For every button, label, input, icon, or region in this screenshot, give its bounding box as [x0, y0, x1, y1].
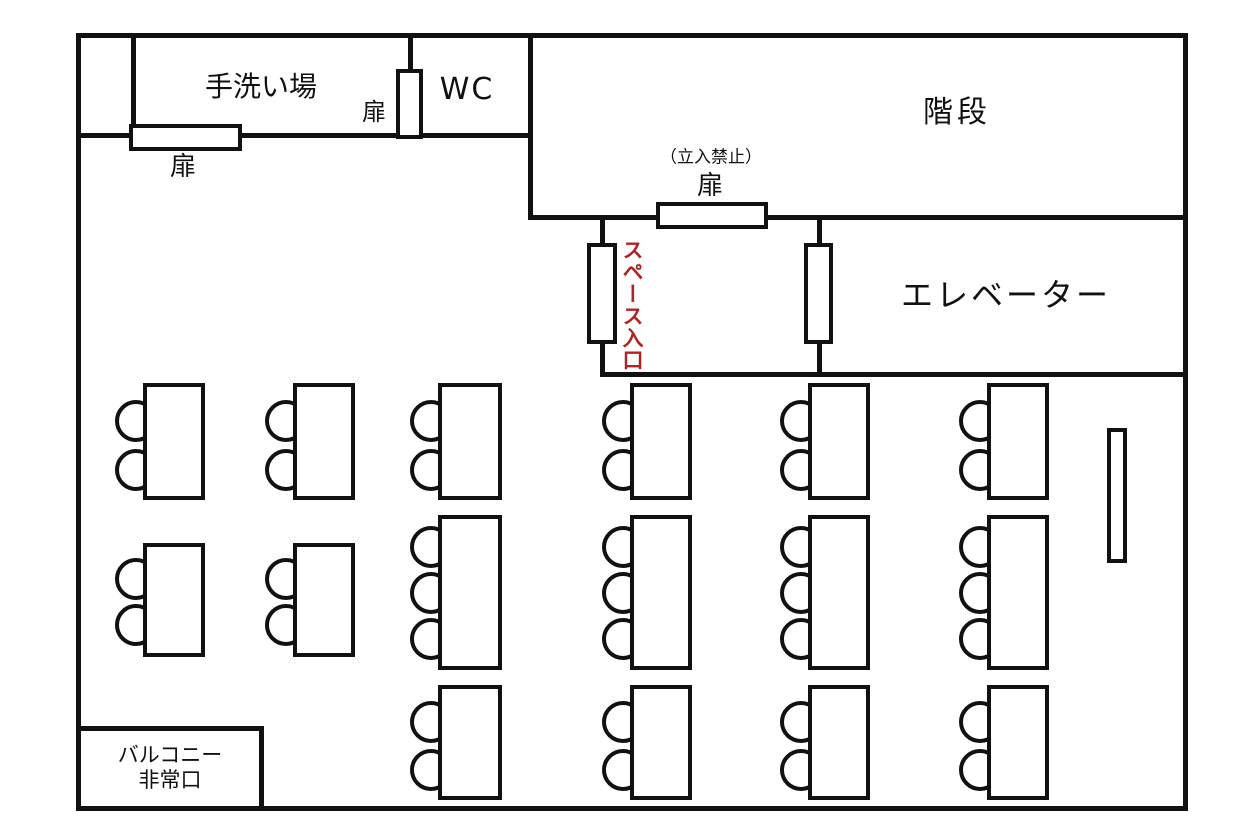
- table: [630, 685, 692, 800]
- wc-door-label: 扉: [362, 98, 386, 126]
- space-entrance-label: スペース入口: [620, 239, 644, 371]
- table: [987, 685, 1049, 800]
- table: [143, 383, 205, 500]
- table: [808, 515, 870, 670]
- washroom-door-label: 扉: [169, 152, 197, 182]
- wall-wc-stairs-divider: [528, 33, 533, 220]
- wall-washroom-bottom: [76, 133, 533, 138]
- wall-wc-left-top: [408, 33, 413, 73]
- outer-wall: [76, 33, 1188, 811]
- wall-stairs-bottom: [528, 215, 1188, 220]
- stairs-label: 階段: [923, 95, 991, 130]
- table: [808, 685, 870, 800]
- stairs-door: [656, 202, 768, 229]
- wc-door: [396, 69, 423, 139]
- space-entrance-door: [587, 243, 617, 344]
- table: [438, 515, 502, 670]
- washroom-door: [129, 124, 242, 151]
- balcony-exit-label: バルコニー 非常口: [118, 743, 223, 793]
- washroom-label: 手洗い場: [204, 70, 318, 103]
- wc-label: WC: [439, 72, 495, 107]
- table: [630, 515, 692, 670]
- table: [630, 383, 692, 500]
- elevator-label: エレベーター: [900, 276, 1112, 314]
- balcony-exit-box: [76, 726, 264, 811]
- balcony-exit-label-line1: バルコニー: [117, 742, 223, 767]
- wall-elevator-bottom: [600, 372, 1188, 377]
- table: [293, 543, 355, 657]
- table: [438, 383, 502, 500]
- table: [293, 383, 355, 500]
- table: [987, 515, 1049, 670]
- table: [808, 383, 870, 500]
- table: [438, 685, 502, 800]
- stairs-door-note: （立入禁止）: [660, 147, 762, 168]
- table: [987, 383, 1049, 500]
- whiteboard: [1107, 428, 1127, 563]
- table: [143, 543, 205, 657]
- wall-washroom-left: [131, 33, 136, 138]
- balcony-exit-label-line2: 非常口: [138, 768, 202, 792]
- stairs-door-label: 扉: [696, 171, 724, 201]
- elevator-door: [804, 243, 833, 344]
